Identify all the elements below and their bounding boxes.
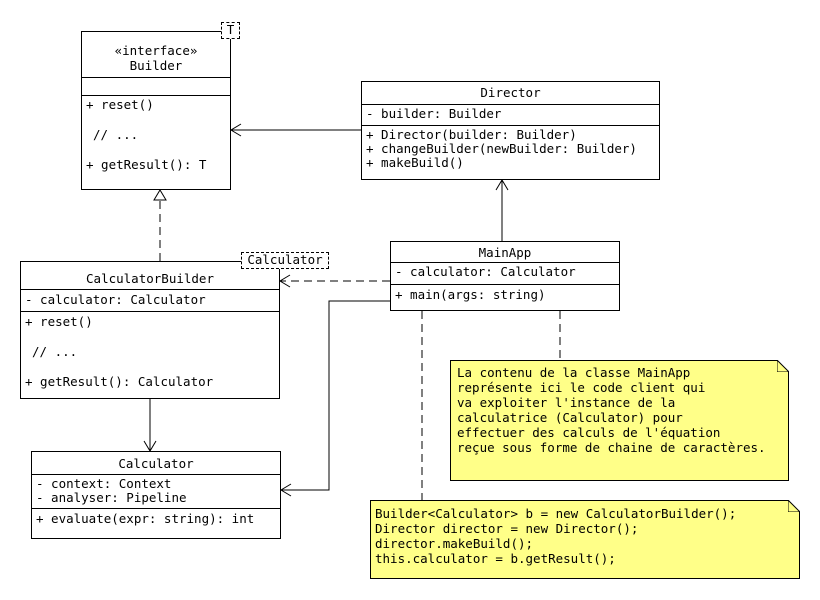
- note-description: La contenu de la classe MainApp représen…: [450, 360, 789, 481]
- class-calculatorbuilder-fields: - calculator: Calculator: [21, 290, 279, 312]
- class-name: CalculatorBuilder: [21, 262, 279, 290]
- code-line: director.makeBuild();: [375, 536, 534, 551]
- class-mainapp-fields: - calculator: Calculator: [391, 263, 619, 285]
- method: + main(args: string): [395, 287, 546, 302]
- class-builder-methods: + reset() // ... + getResult(): T: [82, 96, 230, 172]
- note-code: Builder<Calculator> b = new CalculatorBu…: [370, 500, 800, 579]
- method: + getResult(): T: [86, 157, 207, 172]
- class-calculator[interactable]: Calculator - context: Context - analyser…: [31, 451, 281, 539]
- class-mainapp[interactable]: MainApp - calculator: Calculator + main(…: [390, 241, 620, 311]
- note-line: va exploiter l'instance de la: [457, 395, 676, 410]
- arrowhead-director: [495, 179, 509, 191]
- method: + evaluate(expr: string): int: [36, 511, 255, 526]
- code-line: Builder<Calculator> b = new CalculatorBu…: [375, 506, 737, 521]
- arrowhead-calculatorbuilder: [279, 274, 291, 288]
- class-builder-fields: [82, 78, 230, 96]
- note-line: calculatrice (Calculator) pour: [457, 410, 683, 425]
- type-parameter-builder: T: [221, 22, 240, 39]
- note-fold-icon: [788, 500, 800, 512]
- method: + getResult(): Calculator: [25, 374, 214, 389]
- note-fold-icon: [777, 360, 789, 372]
- method: + makeBuild(): [366, 155, 464, 170]
- class-builder[interactable]: «interface» Builder + reset() // ... + g…: [81, 31, 231, 190]
- method: + reset(): [86, 97, 154, 112]
- note-line: représente ici le code client qui: [457, 380, 706, 395]
- class-calculatorbuilder[interactable]: CalculatorBuilder - calculator: Calculat…: [20, 261, 280, 399]
- arrowhead-builder: [230, 123, 242, 137]
- method: + Director(builder: Builder): [366, 127, 577, 142]
- class-mainapp-methods: + main(args: string): [391, 285, 619, 302]
- class-calculator-methods: + evaluate(expr: string): int: [32, 509, 280, 526]
- method-placeholder: // ...: [93, 127, 139, 142]
- class-director-methods: + Director(builder: Builder) + changeBui…: [362, 126, 659, 170]
- method-placeholder: // ...: [32, 344, 78, 359]
- class-director-fields: - builder: Builder: [362, 105, 659, 126]
- note-line: La contenu de la classe MainApp: [457, 365, 691, 380]
- class-director[interactable]: Director - builder: Builder + Director(b…: [361, 81, 660, 180]
- class-calculator-fields: - context: Context - analyser: Pipeline: [32, 475, 280, 509]
- class-name: Calculator: [32, 452, 280, 475]
- method: + reset(): [25, 314, 93, 329]
- code-line: this.calculator = b.getResult();: [375, 551, 616, 566]
- field: - calculator: Calculator: [395, 264, 576, 279]
- realization-triangle: [153, 189, 167, 201]
- class-name: MainApp: [391, 242, 619, 263]
- stereotype-label: «interface»: [114, 43, 198, 58]
- code-line: Director director = new Director();: [375, 521, 639, 536]
- mainapp-calculator-association: [281, 300, 390, 491]
- class-builder-header: «interface» Builder: [82, 32, 230, 78]
- field: - builder: Builder: [366, 106, 502, 121]
- class-name: Director: [362, 82, 659, 105]
- field: - analyser: Pipeline: [36, 490, 187, 505]
- note-line: reçue sous forme de chaine de caractères…: [457, 440, 766, 455]
- type-parameter-calculatorbuilder: Calculator: [241, 252, 329, 269]
- field: - context: Context: [36, 476, 172, 491]
- class-calculatorbuilder-methods: + reset() // ... + getResult(): Calculat…: [21, 312, 279, 389]
- method: + changeBuilder(newBuilder: Builder): [366, 141, 637, 156]
- class-name: Builder: [129, 58, 183, 73]
- arrowhead-calculator: [280, 483, 292, 497]
- field: - calculator: Calculator: [25, 292, 206, 307]
- note-line: effectuer des calculs de l'équation: [457, 425, 721, 440]
